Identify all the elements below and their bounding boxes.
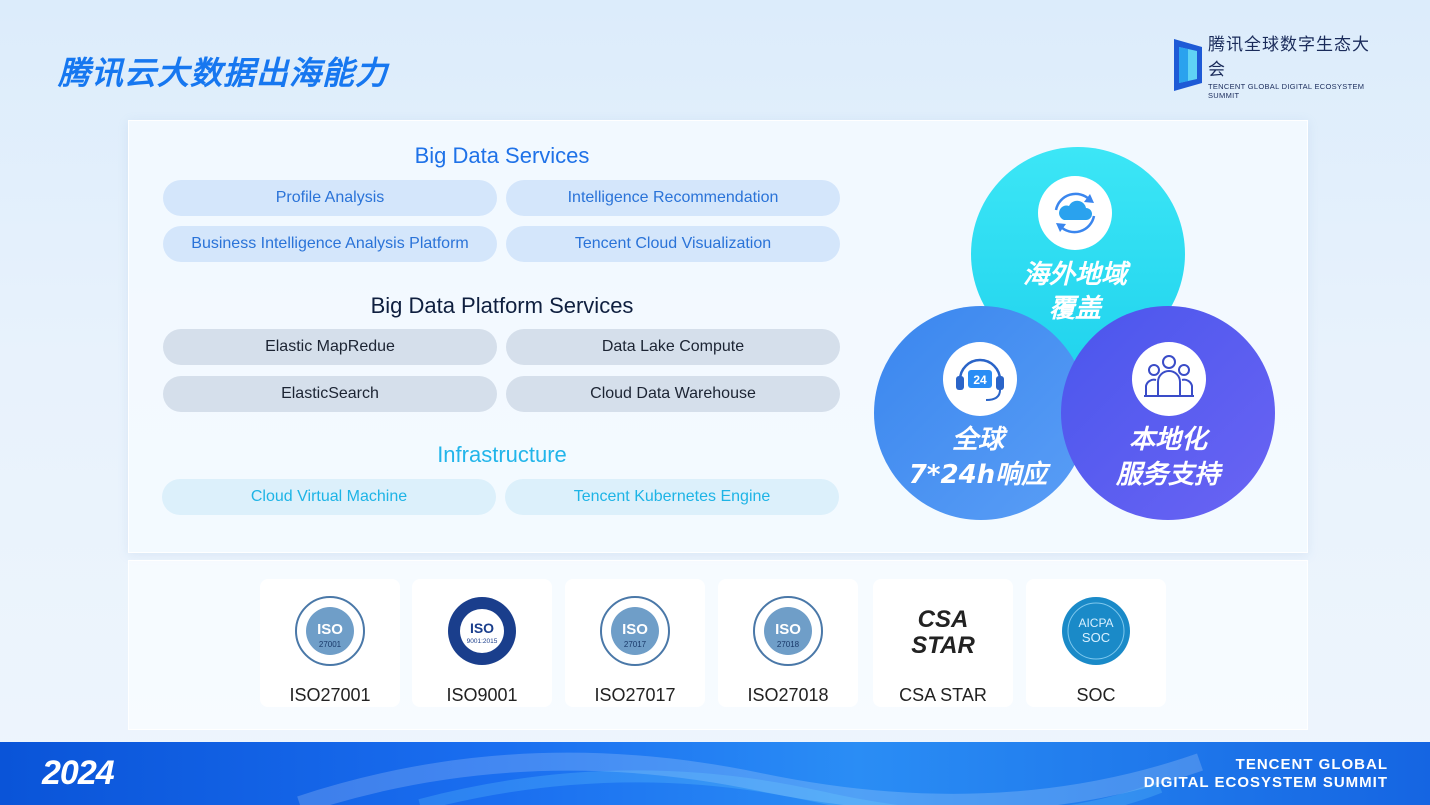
summit-logo: 腾讯全球数字生态大会 TENCENT GLOBAL DIGITAL ECOSYS… [1174,35,1384,100]
cert-card-iso27017: ISO 27017 ISO27017 [565,579,705,707]
aicpa-soc-seal-icon: AICPA SOC [1062,597,1130,665]
cloud-sync-icon [1038,176,1112,250]
service-pill-bi-analysis-platform[interactable]: Business Intelligence Analysis Platform [163,226,497,262]
logo-en-text: TENCENT GLOBAL DIGITAL ECOSYSTEM SUMMIT [1208,82,1365,100]
cert-card-iso27018: ISO 27018 ISO27018 [718,579,858,707]
venn-right-line2: 服务支持 [1115,460,1223,490]
cert-card-iso9001: ISO 9001:2015 ISO9001 [412,579,552,707]
badge-sub-text: 27017 [624,640,647,649]
iso-certified-seal-icon: ISO 9001:2015 [448,597,516,665]
page-title: 腾讯云大数据出海能力 [58,54,389,92]
venn-top-line2: 覆盖 [1049,294,1104,324]
badge-main-text: CSA [918,606,969,633]
venn-top-line1: 海外地域 [1023,260,1131,290]
big-data-services-title: Big Data Services [414,143,590,168]
wave-pattern-icon [297,752,1203,805]
summit-logo-icon [1174,39,1202,91]
cert-card-csa-star: CSA STAR CSA STAR [873,579,1013,707]
badge-main-text: ISO [775,621,801,638]
service-pill-cloud-data-warehouse[interactable]: Cloud Data Warehouse [506,376,840,412]
badge-main-text: AICPA [1078,616,1113,630]
badge-main-text: ISO [317,621,343,638]
venn-right-line1: 本地化 [1129,425,1211,455]
service-pill-cloud-virtual-machine[interactable]: Cloud Virtual Machine [162,479,496,515]
venn-left-line2: 7*24h响应 [909,460,1051,490]
iso-seal-icon: ISO 27017 [600,596,670,666]
iso-seal-icon: ISO 27018 [753,596,823,666]
footer-line1: TENCENT GLOBAL [1235,756,1388,773]
badge-sub-text: 27018 [777,640,800,649]
badge-main-text: ISO [470,620,494,636]
cert-label: ISO27017 [594,685,676,705]
venn-left-line1: 全球 [952,425,1008,455]
cert-label: ISO9001 [446,685,518,705]
service-pill-data-lake-compute[interactable]: Data Lake Compute [506,329,840,365]
infrastructure-title: Infrastructure [437,442,567,467]
footer-year: 2024 [42,754,115,792]
cert-label: ISO27018 [747,685,829,705]
cert-label: SOC [1076,685,1116,705]
headset-24-text: 24 [973,373,987,387]
cert-card-iso27001: ISO 27001 ISO27001 [260,579,400,707]
badge-sub-text: SOC [1082,630,1110,645]
cert-label: ISO27001 [289,685,371,705]
badge-sub-text: 27001 [319,640,342,649]
csa-star-logo-icon: CSA STAR [911,606,975,659]
platform-services-title: Big Data Platform Services [370,293,634,318]
service-pill-profile-analysis[interactable]: Profile Analysis [163,180,497,216]
iso-seal-icon: ISO 27001 [295,596,365,666]
people-icon [1132,342,1206,416]
logo-cn-text: 腾讯全球数字生态大会 [1208,35,1370,80]
service-pill-intelligence-recommendation[interactable]: Intelligence Recommendation [506,180,840,216]
venn-circle-top [971,147,1185,361]
cert-label: CSA STAR [899,685,987,705]
badge-main-text: ISO [622,621,648,638]
footer-banner: 2024 TENCENT GLOBAL DIGITAL ECOSYSTEM SU… [0,742,1430,805]
service-pill-kubernetes-engine[interactable]: Tencent Kubernetes Engine [505,479,839,515]
cert-card-soc: AICPA SOC SOC [1026,579,1166,707]
footer-line2: DIGITAL ECOSYSTEM SUMMIT [1143,774,1388,791]
badge-sub-text: STAR [911,632,975,659]
headset-24-icon: 24 [943,342,1017,416]
service-pill-elastic-mapreduce[interactable]: Elastic MapRedue [163,329,497,365]
badge-sub-text: 9001:2015 [467,638,498,645]
service-pill-cloud-visualization[interactable]: Tencent Cloud Visualization [506,226,840,262]
capability-venn: 海外地域 覆盖 24 全球 7*24h响应 本地化 服务支持 [874,147,1275,520]
service-pill-elasticsearch[interactable]: ElasticSearch [163,376,497,412]
